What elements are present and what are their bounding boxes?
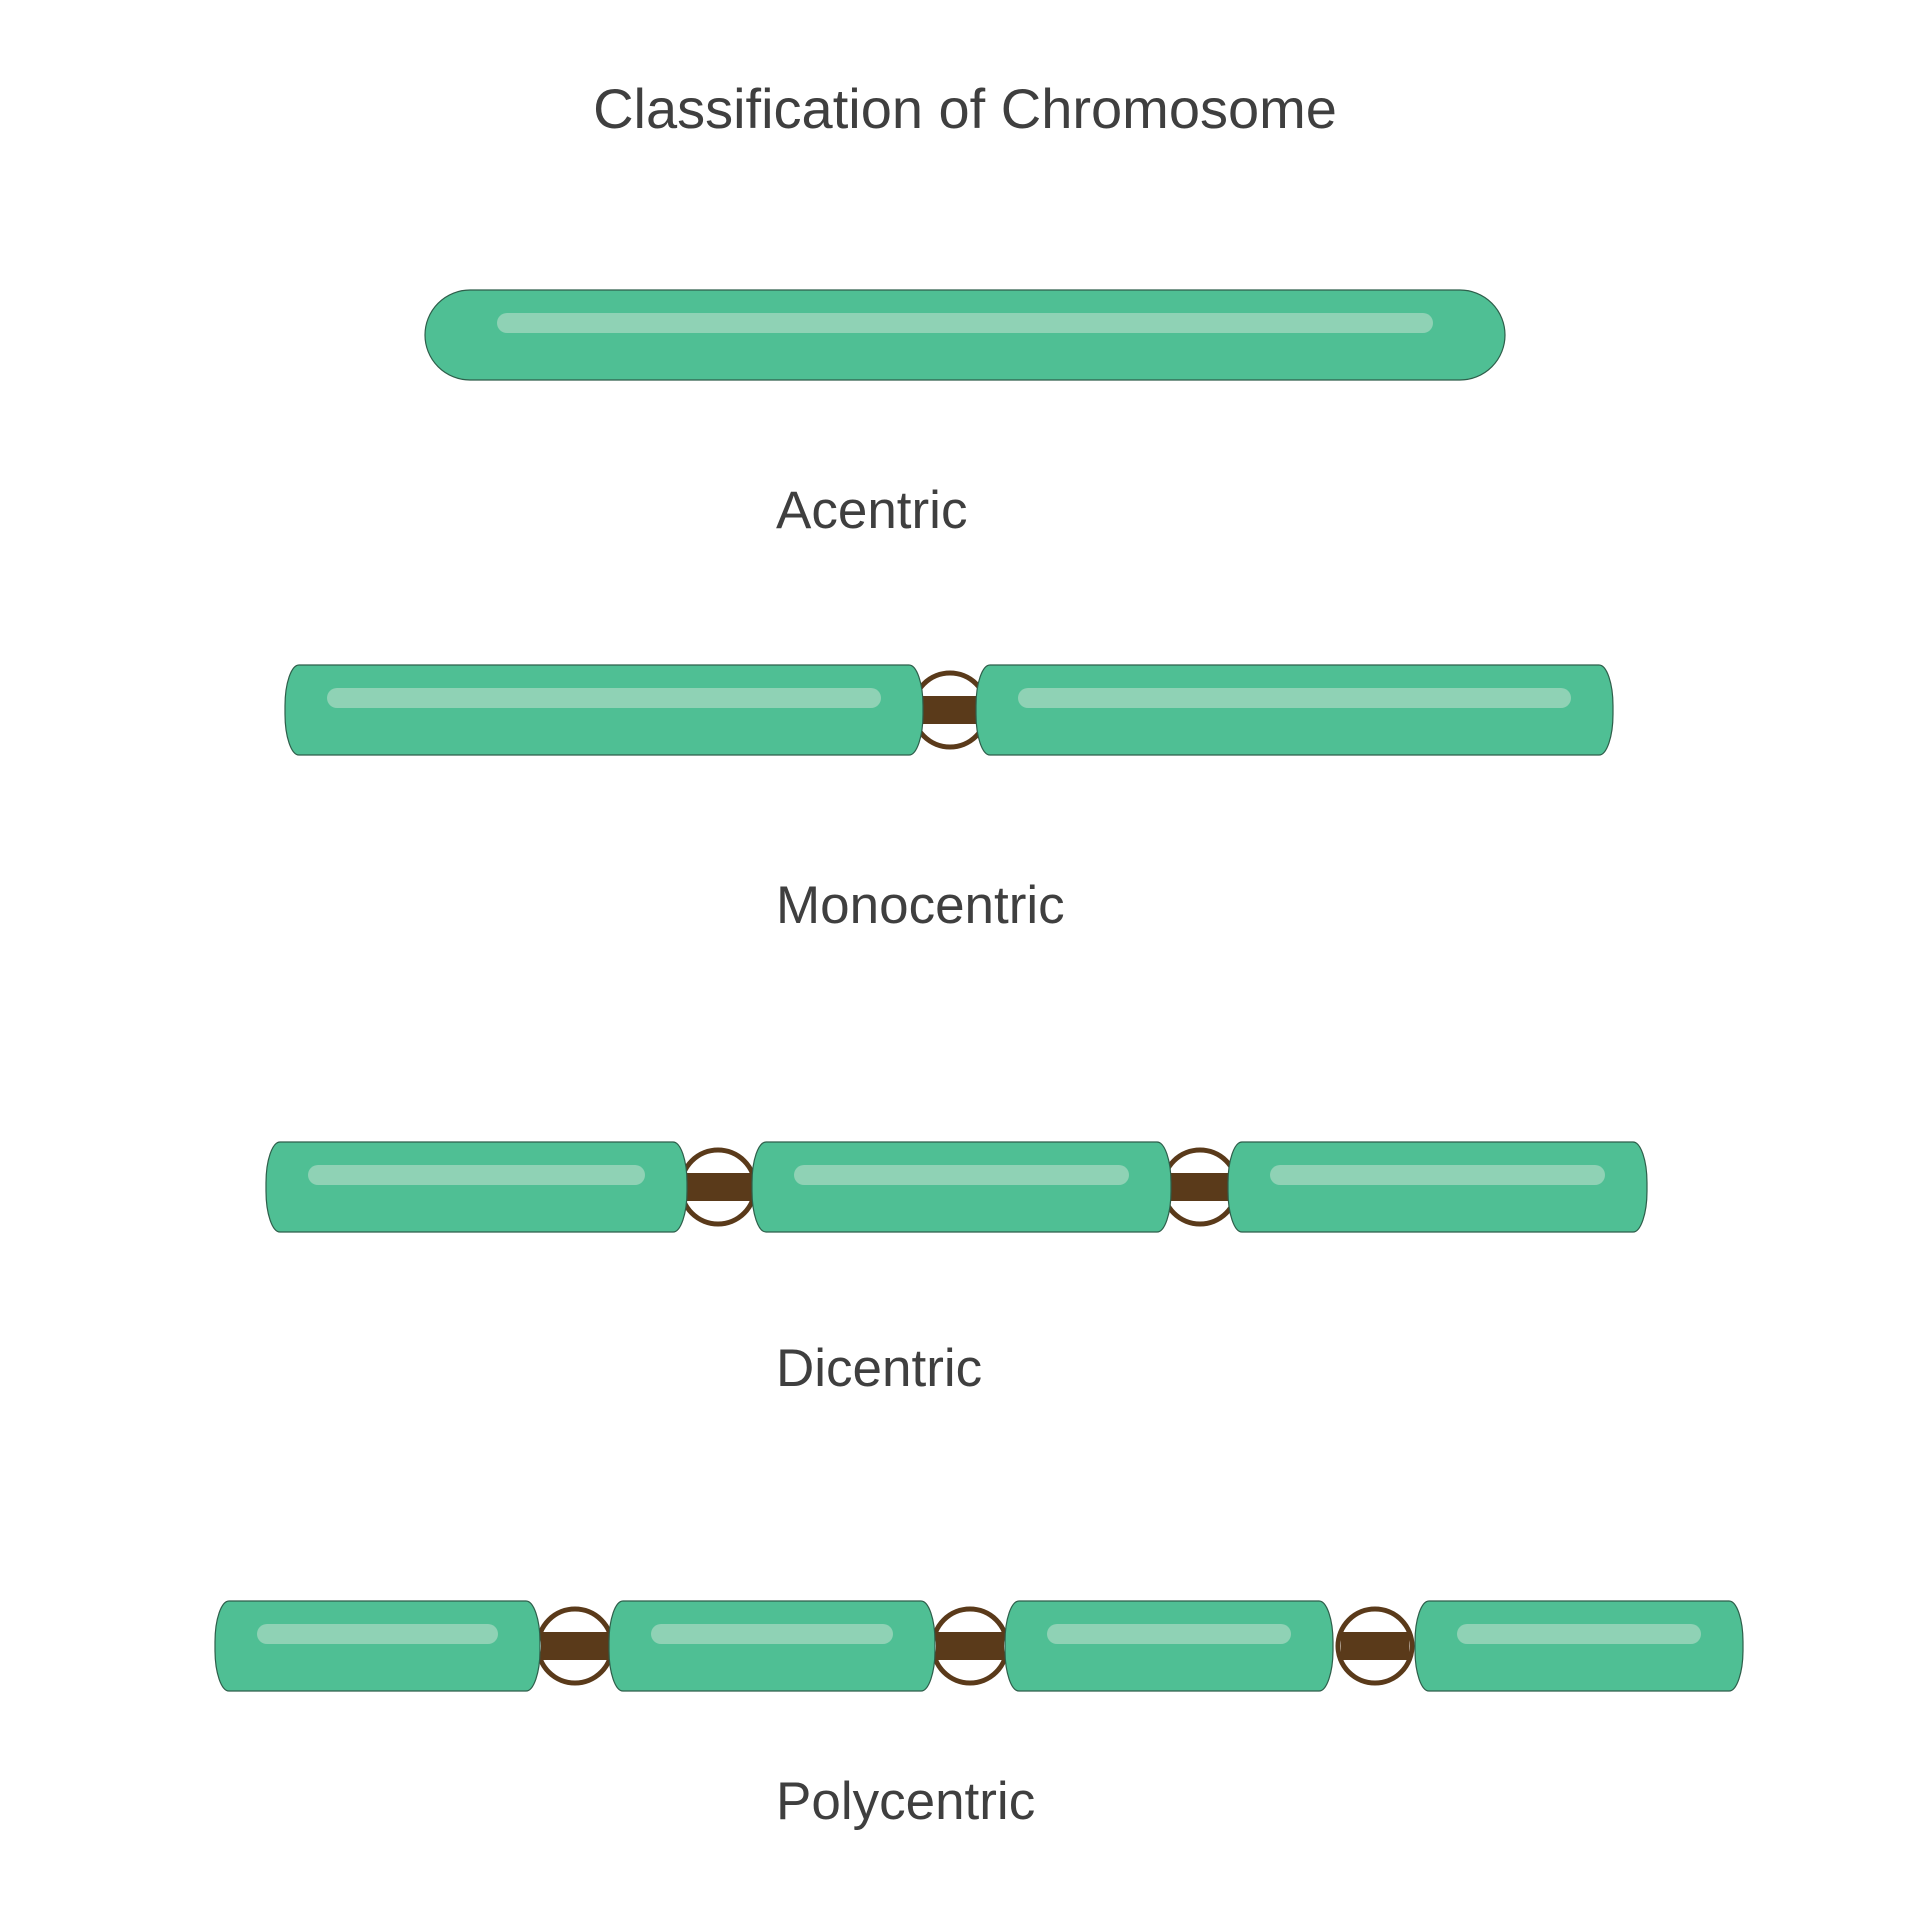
- centromere-band: [1341, 1632, 1409, 1660]
- polycentric-chromosome: [214, 1600, 1744, 1692]
- chromosome-arm: [284, 664, 924, 756]
- dicentric-label: Dicentric: [776, 1339, 982, 1398]
- arm-highlight: [327, 688, 881, 708]
- chromosome-arm: [1414, 1600, 1744, 1692]
- chromosome-arm: [265, 1141, 688, 1233]
- dicentric-chromosome: [265, 1141, 1648, 1233]
- polycentric-label: Polycentric: [776, 1772, 1035, 1831]
- chromosome-arm: [424, 289, 1506, 381]
- arm-highlight: [308, 1165, 645, 1185]
- monocentric-label: Monocentric: [776, 876, 1065, 935]
- arm-highlight: [257, 1624, 498, 1644]
- centromere-band: [1166, 1173, 1234, 1201]
- centromere-band: [936, 1632, 1004, 1660]
- arm-highlight: [1270, 1165, 1605, 1185]
- centromere-band: [541, 1632, 609, 1660]
- centromere-band: [684, 1173, 752, 1201]
- chromosome-arm: [608, 1600, 936, 1692]
- diagram-title: Classification of Chromosome: [593, 77, 1337, 140]
- arm-highlight: [497, 313, 1433, 333]
- arm-highlight: [1457, 1624, 1701, 1644]
- chromosome-arm: [975, 664, 1614, 756]
- arm-highlight: [1047, 1624, 1291, 1644]
- chromosome-arm: [214, 1600, 541, 1692]
- arm-highlight: [651, 1624, 893, 1644]
- arm-highlight: [794, 1165, 1129, 1185]
- chromosome-arm: [751, 1141, 1172, 1233]
- monocentric-chromosome: [284, 664, 1614, 756]
- chromosome-arm: [1227, 1141, 1648, 1233]
- chromosome-arm: [1004, 1600, 1334, 1692]
- acentric-chromosome: [424, 289, 1506, 381]
- centromere-band: [916, 696, 984, 724]
- arm-highlight: [1018, 688, 1571, 708]
- acentric-label: Acentric: [776, 481, 967, 540]
